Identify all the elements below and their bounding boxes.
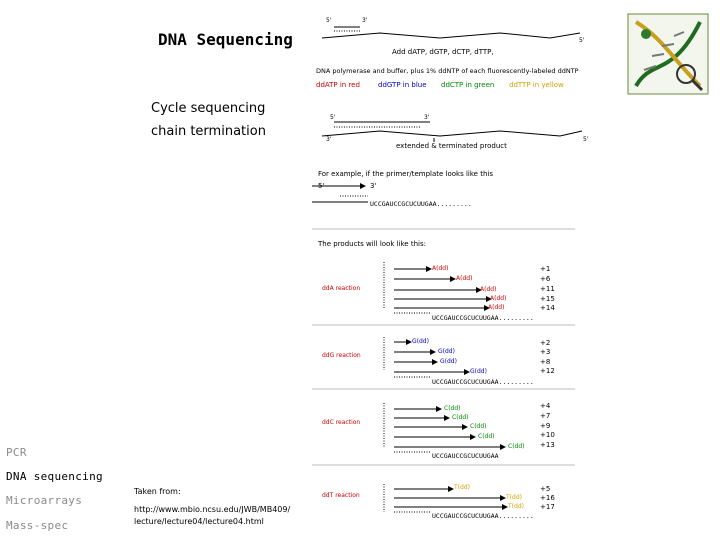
sidebar-item-microarrays[interactable]: Microarrays: [6, 494, 83, 507]
source-url-line2[interactable]: lecture/lecture04/lecture04.html: [134, 517, 264, 526]
ddctp-green-label: ddCTP in green: [441, 81, 495, 89]
example-intro: For example, if the primer/template look…: [318, 170, 493, 178]
reaction-label: G(dd): [438, 348, 455, 355]
example-three-prime: 3': [370, 182, 377, 190]
reaction-label: T(dd): [508, 503, 524, 510]
position-number: +10: [540, 431, 555, 439]
ddc-template-sequence: UCCGAUCCGCUCUUGAA: [432, 452, 499, 460]
reaction-label: A(dd): [490, 295, 507, 302]
reaction-label: C(dd): [452, 414, 469, 421]
reaction-label: G(dd): [412, 338, 429, 345]
ddgtp-blue-label: ddGTP in blue: [378, 81, 427, 89]
position-number: +8: [540, 358, 551, 366]
position-number: +3: [540, 348, 551, 356]
ddc-reaction-label: ddC reaction: [322, 419, 361, 426]
source-url-line1[interactable]: http://www.mbio.ncsu.edu/JWB/MB409/: [134, 505, 291, 514]
position-number: +5: [540, 485, 551, 493]
ddatp-red-label: ddATP in red: [316, 81, 360, 89]
position-number: +17: [540, 503, 555, 511]
reaction-label: C(dd): [444, 405, 461, 412]
dda-reaction-label: ddA reaction: [322, 285, 361, 292]
ddt-arrows: [383, 484, 508, 513]
top-five-prime: 5': [326, 17, 332, 24]
top-three-prime: 3': [362, 17, 368, 24]
ddt-reaction-label: ddT reaction: [322, 492, 360, 499]
sidebar-item-mass-spec[interactable]: Mass-spec: [6, 519, 69, 532]
reaction-label: T(dd): [454, 484, 470, 491]
mid-three-prime-a: 3': [424, 114, 430, 121]
ddg-template-sequence: UCCGAUCCGCUCUUGAA.........: [432, 378, 534, 386]
reaction-label: A(dd): [432, 265, 449, 272]
position-number: +7: [540, 412, 551, 420]
ddg-reaction-label: ddG reaction: [322, 352, 361, 359]
sidebar-item-pcr[interactable]: PCR: [6, 446, 27, 459]
ddc-arrows: [383, 403, 506, 453]
dna-logo-icon: [622, 8, 714, 100]
reaction-label: A(dd): [488, 304, 505, 311]
taken-from-label: Taken from:: [134, 487, 181, 496]
example-template-sequence: UCCGAUCCGCUCUUGAA.........: [370, 200, 472, 208]
sidebar-item-dna-sequencing[interactable]: DNA sequencing: [6, 470, 103, 483]
slide-title: DNA Sequencing: [158, 30, 293, 49]
reaction-label: A(dd): [480, 286, 497, 293]
position-number: +16: [540, 494, 555, 502]
add-dntps-line: Add dATP, dGTP, dCTP, dTTP,: [392, 48, 494, 56]
reaction-label: A(dd): [456, 275, 473, 282]
position-number: +15: [540, 295, 555, 303]
mid-five-prime: 5': [330, 114, 336, 121]
ddg-arrows: [383, 337, 470, 378]
dda-arrows: [383, 262, 492, 314]
reaction-label: G(dd): [470, 368, 487, 375]
position-number: +14: [540, 304, 555, 312]
position-number: +11: [540, 285, 555, 293]
ddt-template-sequence: UCCGAUCCGCUCUUGAA.........: [432, 512, 534, 520]
reaction-label: C(dd): [470, 423, 487, 430]
reaction-label: G(dd): [440, 358, 457, 365]
extended-product-label: extended & terminated product: [396, 142, 507, 150]
dda-template-sequence: UCCGAUCCGCUCUUGAA.........: [432, 314, 534, 322]
mid-five-prime-b: 5': [583, 136, 589, 143]
cycle-sequencing-label: Cycle sequencing: [151, 101, 266, 116]
reaction-label: T(dd): [506, 494, 522, 501]
top-five-prime-right: 5': [579, 37, 585, 44]
mid-three-prime-b: 3': [326, 136, 332, 143]
position-number: +6: [540, 275, 551, 283]
products-intro: The products will look like this:: [318, 240, 426, 248]
position-number: +4: [540, 402, 551, 410]
ddttp-yellow-label: ddTTP in yellow: [509, 81, 564, 89]
example-five-prime: 5': [318, 182, 325, 190]
position-number: +12: [540, 367, 555, 375]
position-number: +13: [540, 441, 555, 449]
position-number: +2: [540, 339, 551, 347]
source-citation: Taken from: http://www.mbio.ncsu.edu/JWB…: [134, 486, 290, 528]
reaction-label: C(dd): [508, 443, 525, 450]
position-number: +1: [540, 265, 551, 273]
chain-termination-label: chain termination: [151, 124, 266, 139]
reaction-label: C(dd): [478, 433, 495, 440]
polymerase-line: DNA polymerase and buffer, plus 1% ddNTP…: [316, 67, 579, 75]
position-number: +9: [540, 422, 551, 430]
